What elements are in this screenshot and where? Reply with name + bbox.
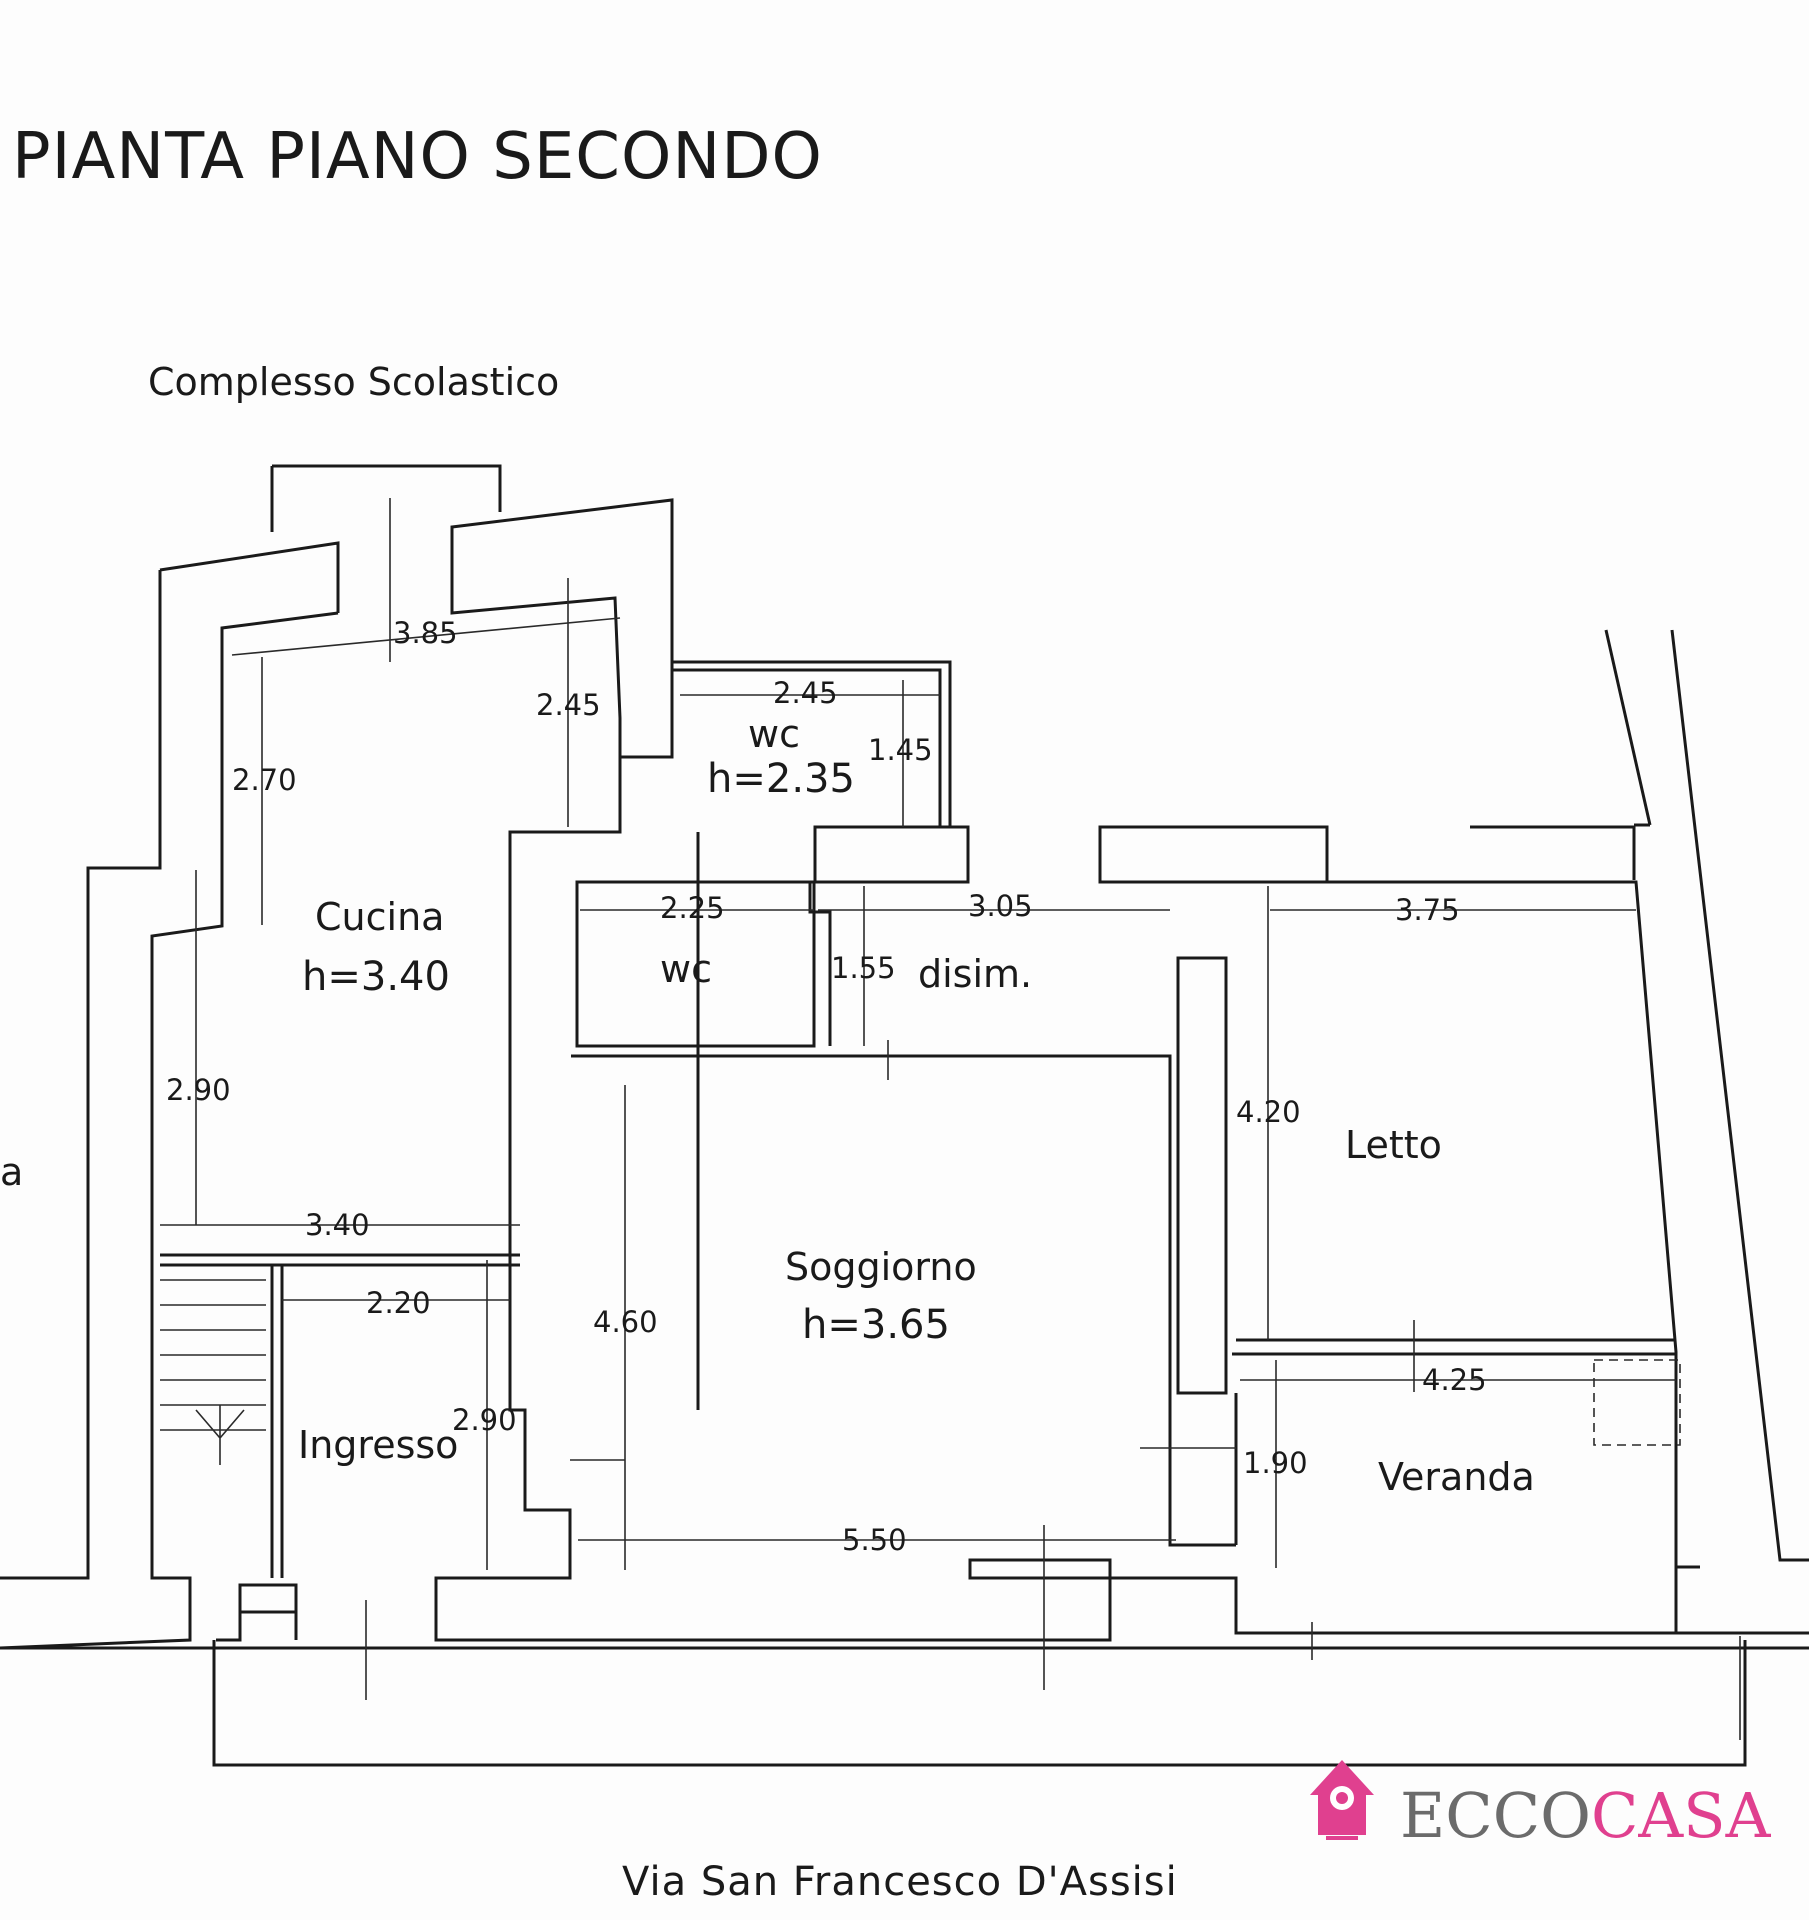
dimension-label: 4.20 [1236,1095,1301,1129]
stairs [160,1279,266,1465]
dimension-label: 2.25 [660,891,725,925]
street-label: Via San Francesco D'Assisi [622,1859,1178,1905]
dimension-label: 2.20 [366,1286,431,1320]
room-name-wc-lower: wc [660,947,712,991]
room-height-wc-upper: h=2.35 [707,756,855,802]
walls [0,464,1809,1767]
dimension-label: 5.50 [842,1523,907,1557]
plan-title: PIANTA PIANO SECONDO [12,120,823,194]
room-height-soggiorno: h=3.65 [802,1302,950,1348]
dimension-label: 2.45 [773,676,838,710]
dimension-label: 3.05 [968,889,1033,923]
room-name-soggiorno: Soggiorno [785,1245,977,1289]
logo-text: ECCOCASA [1400,1779,1772,1852]
dimension-label: 2.45 [536,688,601,722]
neighbor-label: Complesso Scolastico [148,360,559,404]
room-name-letto: Letto [1345,1123,1442,1167]
dashed-fixture [1593,1359,1681,1446]
dimension-label: 1.55 [831,951,896,985]
dimension-label: 2.90 [166,1073,231,1107]
room-name-wc-upper: wc [748,712,800,756]
dimension-label: 4.25 [1422,1363,1487,1397]
eccocasa-logo: ECCOCASA [1310,1760,1772,1852]
dimension-label: 3.40 [305,1208,370,1242]
dimension-label: 2.90 [452,1403,517,1437]
dimension-label: 1.45 [868,733,933,767]
dimension-label: 4.60 [593,1305,658,1339]
dimension-lines [160,498,1741,1740]
cut-off-label: a [0,1150,23,1194]
room-height-cucina: h=3.40 [302,954,450,1000]
room-labels: Cucina h=3.40 wc h=2.35 wc disim. Letto … [298,712,1535,1499]
room-name-ingresso: Ingresso [298,1423,458,1467]
room-name-cucina: Cucina [315,895,444,939]
dimension-label: 3.85 [393,616,458,650]
room-name-disim: disim. [918,952,1032,996]
room-name-veranda: Veranda [1378,1455,1535,1499]
dimension-labels: 3.85 2.70 2.45 2.45 1.45 2.25 3.05 3.75 … [166,616,1487,1557]
dimension-label: 2.70 [232,763,297,797]
dimension-label: 3.75 [1395,893,1460,927]
dimension-label: 1.90 [1243,1446,1308,1480]
